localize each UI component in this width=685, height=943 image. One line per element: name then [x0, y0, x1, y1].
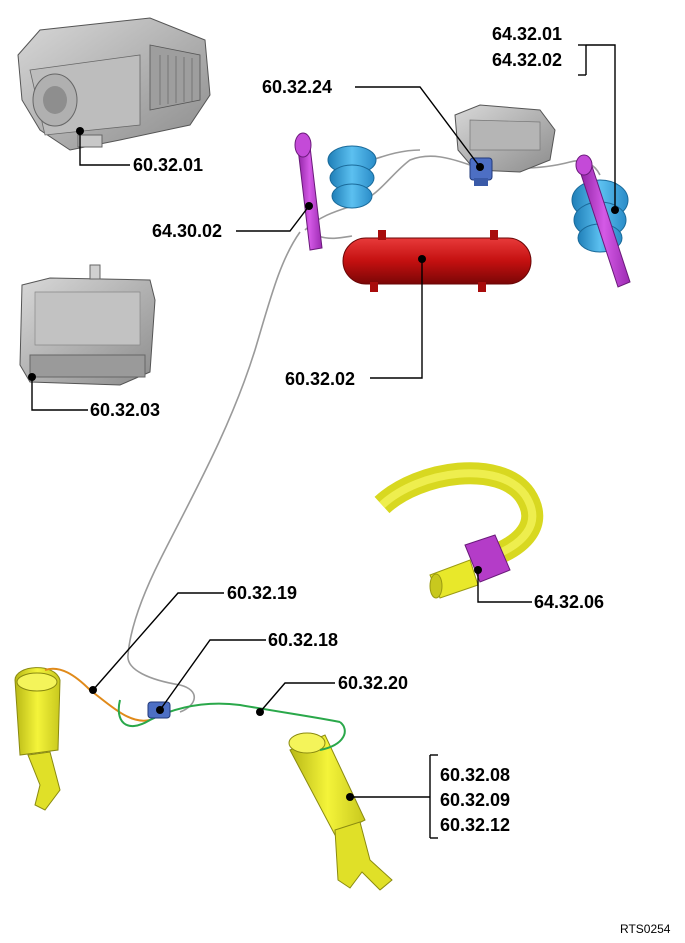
ecu-leader-line	[31, 377, 88, 411]
pipe-20-leader-line	[259, 682, 335, 713]
pipe-connector	[374, 462, 544, 599]
air-compressor	[17, 17, 211, 151]
air-reservoir	[342, 230, 532, 292]
reservoir-label: 60.32.02	[285, 369, 355, 389]
valve-18-leader-line	[159, 639, 266, 711]
rear-damper-right	[575, 154, 631, 288]
valve-block-leader-line	[355, 86, 481, 168]
connector-label: 64.32.06	[534, 592, 604, 612]
front-strut-label-a: 60.32.08	[440, 765, 510, 785]
rear-spring-label-b: 64.32.02	[492, 50, 562, 70]
rear-spring-leader-line	[586, 44, 616, 210]
rear-damper-leader-line	[236, 205, 310, 232]
reservoir-leader-line	[370, 259, 423, 379]
compressor-label: 60.32.01	[133, 155, 203, 175]
valve-18-label: 60.32.18	[268, 630, 338, 650]
front-right-strut	[288, 732, 393, 891]
air-supply-unit-housing	[454, 104, 556, 173]
front-valve-block-label: 60.32.24	[262, 77, 332, 97]
figure-reference: RTS0254	[620, 922, 671, 936]
ecu-label: 60.32.03	[90, 400, 160, 420]
suspension-ecu	[19, 264, 156, 386]
rear-spring-label-a: 64.32.01	[492, 24, 562, 44]
pipe-19-leader-line	[92, 592, 224, 691]
front-strut-label-b: 60.32.09	[440, 790, 510, 810]
compressor-leader-line	[79, 131, 130, 166]
front-valve-block	[469, 157, 493, 186]
pipe-20-label: 60.32.20	[338, 673, 408, 693]
front-left-strut	[14, 667, 61, 811]
rear-left-air-spring	[327, 145, 377, 209]
pipe-19-label: 60.32.19	[227, 583, 297, 603]
connector-leader-line	[477, 570, 532, 603]
front-strut-label-c: 60.32.12	[440, 815, 510, 835]
rear-damper-left	[294, 132, 323, 251]
rear-damper-label: 64.30.02	[152, 221, 222, 241]
